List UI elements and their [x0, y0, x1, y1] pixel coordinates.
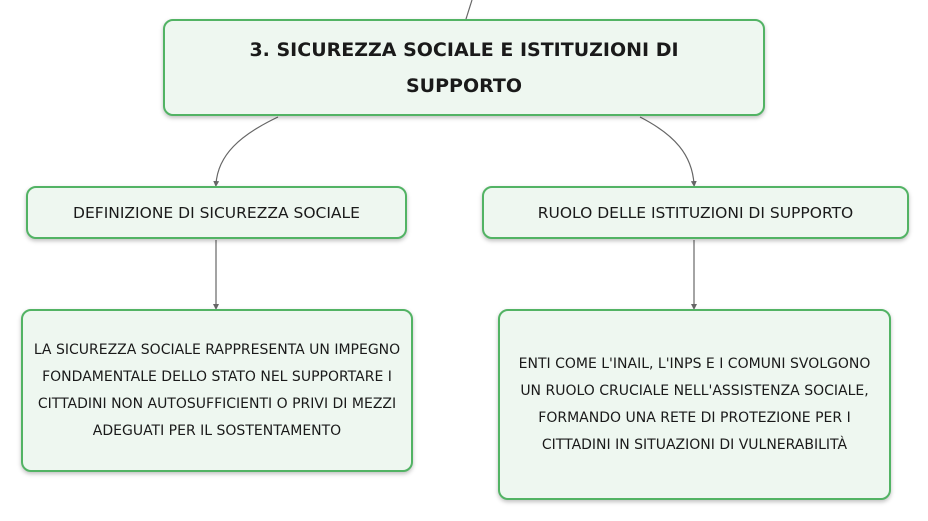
branch-label-definition: DEFINIZIONE DI SICUREZZA SOCIALE [73, 203, 360, 222]
detail-text-definition: LA SICUREZZA SOCIALE RAPPRESENTA UN IMPE… [33, 341, 401, 439]
root-topic-title: 3. SICUREZZA SOCIALE E ISTITUZIONI DI SU… [249, 38, 679, 97]
branch-node-definition[interactable]: DEFINIZIONE DI SICUREZZA SOCIALE [26, 186, 407, 239]
branch-node-role[interactable]: RUOLO DELLE ISTITUZIONI DI SUPPORTO [482, 186, 909, 239]
branch-label-role: RUOLO DELLE ISTITUZIONI DI SUPPORTO [537, 203, 854, 222]
detail-node-definition[interactable]: LA SICUREZZA SOCIALE RAPPRESENTA UN IMPE… [21, 309, 413, 472]
detail-node-role[interactable]: ENTI COME L'INAIL, L'INPS E I COMUNI SVO… [498, 309, 891, 500]
incoming-connector [465, 0, 473, 20]
detail-text-role: ENTI COME L'INAIL, L'INPS E I COMUNI SVO… [518, 355, 871, 453]
root-topic-node[interactable]: 3. SICUREZZA SOCIALE E ISTITUZIONI DI SU… [163, 19, 765, 116]
connector-root-to-role [639, 116, 697, 187]
connector-root-to-definition [213, 116, 279, 187]
